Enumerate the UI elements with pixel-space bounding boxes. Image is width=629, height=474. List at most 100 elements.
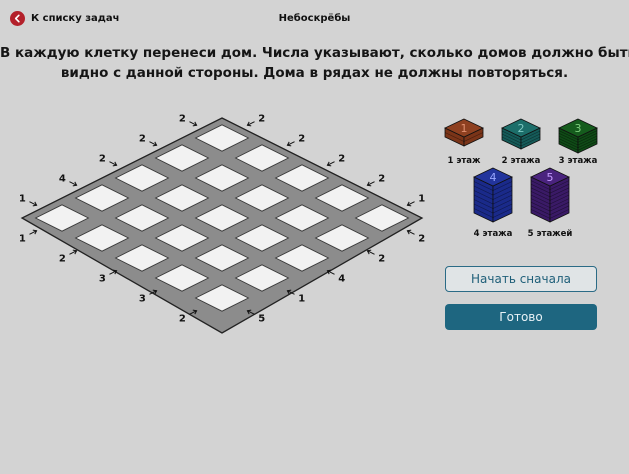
building-label: 5 этажей [528,229,573,239]
grid-cell[interactable] [274,204,330,232]
clue-number: 2 [59,253,66,264]
grid-cell[interactable] [194,124,250,152]
grid-cell[interactable] [114,244,170,272]
clue-number: 1 [418,194,425,205]
building-label: 1 этаж [447,156,481,166]
building-floor-line [530,187,570,198]
grid-cell[interactable] [74,184,130,212]
building-floor-line [558,135,598,146]
building-floor-line [530,183,570,194]
instructions: В каждую клетку перенеси дом. Числа указ… [0,43,629,83]
clue-arrow [367,250,375,255]
building-top-face [501,118,541,138]
clue-arrowhead [406,201,412,207]
building-level-4[interactable]: 44 этажа [473,167,513,239]
clue-bottom-left: 2 [99,154,118,167]
clue-top-right: 2 [406,229,425,244]
grid-cell[interactable] [154,144,210,172]
clue-number: 2 [258,114,265,125]
clue-number: 4 [59,174,66,185]
clue-bottom-right: 2 [59,249,78,264]
building-label: 2 этажа [502,156,541,166]
grid-cell[interactable] [234,264,290,292]
instructions-line-2: видно с данной стороны. Дома в рядах не … [60,65,569,81]
grid-cell[interactable] [194,164,250,192]
building-floor-line [530,201,570,212]
building-level-5[interactable]: 55 этажей [528,167,573,239]
building-floor-line [473,194,513,205]
clue-number: 1 [19,233,26,244]
clue-number: 2 [338,154,345,165]
clue-arrowhead [72,181,78,187]
clue-bottom-right: 3 [99,269,118,284]
clue-arrowhead [192,309,198,315]
building-floor-line [473,203,513,214]
building-floor-line [558,133,598,143]
clue-bottom-left: 2 [139,134,158,147]
grid-cell[interactable] [154,184,210,212]
grid-cell[interactable] [194,284,250,312]
building-floor-line [473,199,513,209]
clue-number: 5 [258,313,265,324]
grid-cell[interactable] [114,204,170,232]
clue-number: 3 [139,293,146,304]
clue-number: 3 [99,273,106,284]
grid-cell[interactable] [74,224,130,252]
clue-arrowhead [112,161,118,167]
grid-cell[interactable] [314,184,370,212]
building-floor-line [530,209,570,219]
grid-cell[interactable] [234,224,290,252]
grid-cell[interactable] [314,224,370,252]
grid-cell[interactable] [234,144,290,172]
grid-cell[interactable] [114,164,170,192]
clue-arrow [149,290,157,295]
clue-arrowhead [152,289,158,295]
clue-arrow [69,250,77,255]
restart-button[interactable]: Начать сначала [445,266,597,292]
clue-arrow [327,270,335,275]
clue-arrow [149,141,157,146]
clue-bottom-left: 2 [179,114,198,127]
building-level-2[interactable]: 22 этажа [501,118,541,166]
clue-top-left: 1 [406,194,425,207]
building-level-number: 4 [490,171,497,184]
page-title: Небоскрёбы [278,13,351,24]
clue-top-left: 2 [246,114,265,127]
clue-number: 2 [139,134,146,145]
grid-cell[interactable] [354,204,410,232]
building-level-1[interactable]: 1 1 этаж [444,118,484,166]
building-level-3[interactable]: 33 этажа [558,118,598,166]
building-top-face [444,118,484,138]
grid-cell[interactable] [274,244,330,272]
clue-top-right: 2 [366,249,385,264]
clue-arrowhead [366,181,372,187]
grid-cell[interactable] [194,204,250,232]
building-level-number: 1 [461,122,468,135]
clue-arrow [287,141,295,146]
clue-number: 2 [378,174,385,185]
grid-cell[interactable] [154,224,210,252]
building-floor-line [530,191,570,201]
clue-arrow [189,121,197,126]
clue-arrow [327,161,335,166]
clue-arrow [247,310,255,315]
clue-arrow [287,290,295,295]
building-floor-line [473,185,513,196]
clue-arrowhead [32,229,38,235]
clue-number: 1 [298,293,305,304]
building-floor-line [473,208,513,218]
back-to-tasks-button[interactable]: К списку задач [10,11,119,26]
grid-cell[interactable] [234,184,290,212]
clue-arrow [29,230,37,235]
grid-cell[interactable] [34,204,90,232]
grid-cell[interactable] [194,244,250,272]
building-floor-line [501,130,541,141]
clue-bottom-right: 1 [19,229,38,244]
grid-cell[interactable] [154,264,210,292]
clue-top-right: 4 [326,269,345,284]
clue-number: 4 [338,273,345,284]
grid-cell[interactable] [274,164,330,192]
clue-bottom-right: 2 [179,309,198,324]
instructions-line-1: В каждую клетку перенеси дом. Числа указ… [0,45,629,61]
done-button[interactable]: Готово [445,304,597,330]
